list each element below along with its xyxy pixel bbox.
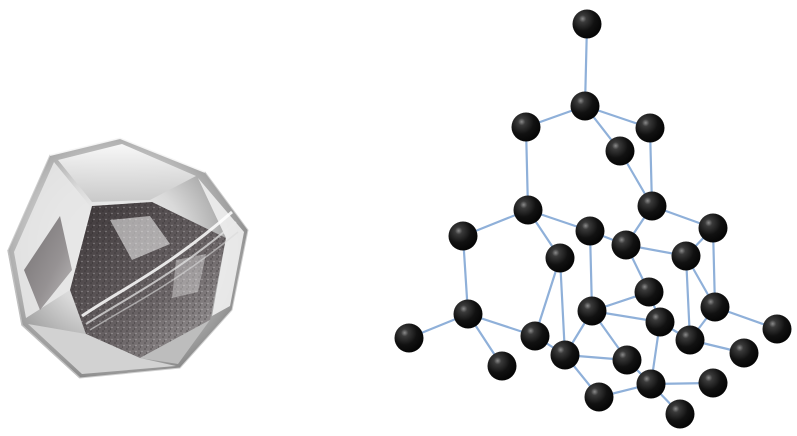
diamond-lattice-model [394,9,792,429]
carbon-atom-9 [575,216,605,246]
bond-20 [558,256,567,357]
carbon-atom-6 [637,191,667,221]
carbon-atom-11 [545,243,575,273]
carbon-atom-18 [645,307,675,337]
carbon-atom-21 [762,314,792,344]
carbon-atom-4 [605,136,635,166]
carbon-atom-19 [394,323,424,353]
carbon-atom-27 [698,368,728,398]
carbon-atom-5 [513,195,543,225]
carbon-atom-26 [636,369,666,399]
carbon-atom-15 [700,292,730,322]
carbon-atom-28 [584,382,614,412]
carbon-atom-17 [520,321,550,351]
carbon-atom-20 [675,325,705,355]
carbon-atom-16 [577,296,607,326]
carbon-atom-14 [453,299,483,329]
carbon-atom-12 [671,241,701,271]
diamond-crystal-image [7,136,249,379]
carbon-atom-0 [572,9,602,39]
carbon-atom-22 [550,340,580,370]
carbon-atom-24 [612,345,642,375]
carbon-atom-13 [634,277,664,307]
carbon-atom-2 [511,112,541,142]
carbon-atom-8 [698,213,728,243]
carbon-atom-3 [635,113,665,143]
carbon-atom-23 [729,338,759,368]
carbon-atom-10 [611,230,641,260]
carbon-atom-1 [570,91,600,121]
carbon-atom-7 [448,221,478,251]
carbon-atom-29 [665,399,695,429]
lattice-atoms [394,9,792,429]
carbon-atom-25 [487,351,517,381]
